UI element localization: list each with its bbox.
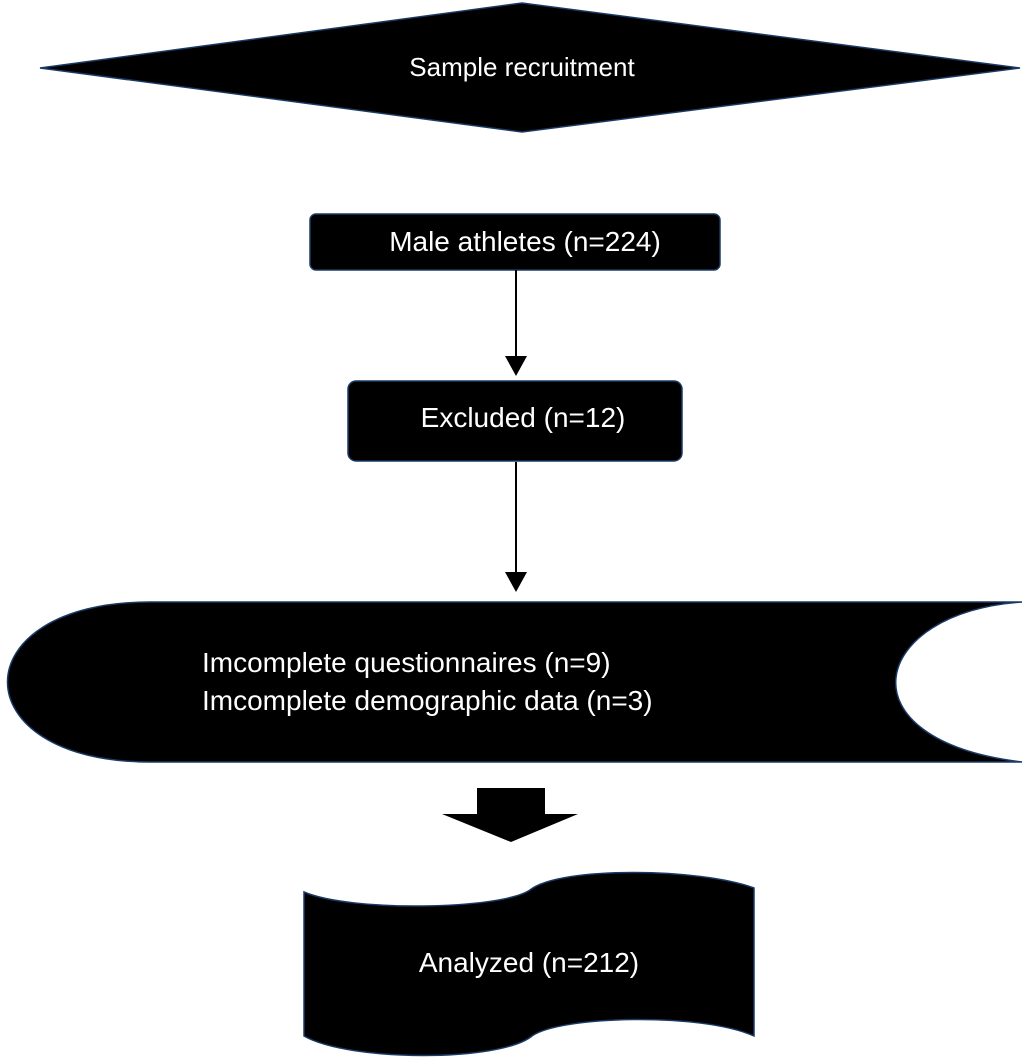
analyzed-shape [303,871,755,1057]
excluded-box [347,380,683,462]
recruitment-diamond [39,2,1021,133]
block-arrow-down-icon [442,788,578,842]
exclusion-reasons-shape [6,601,1023,763]
male-athletes-label: Male athletes (n=224) [389,226,661,257]
arrowhead-down-icon [505,572,527,592]
exclusion-reason-questionnaires: Imcomplete questionnaires (n=9) [202,647,611,678]
excluded-label: Excluded (n=12) [420,402,626,433]
exclusion-reason-demographics: Imcomplete demographic data (n=3) [202,685,653,716]
arrowhead-down-icon [505,356,527,376]
recruitment-label: Sample recruitment [409,52,635,82]
analyzed-label: Analyzed (n=212) [418,947,640,978]
